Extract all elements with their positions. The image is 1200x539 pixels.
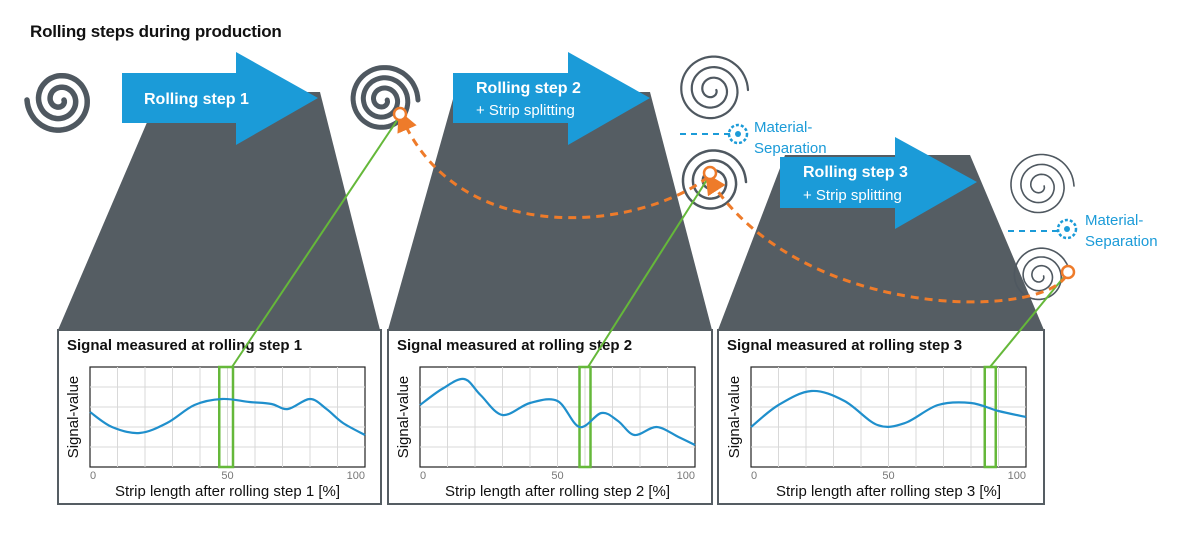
x-tick-label: 0	[751, 470, 757, 482]
y-axis-label-3: Signal-value	[726, 376, 743, 459]
coil-step2-upper	[680, 55, 750, 120]
separation-2-icon	[1056, 218, 1078, 240]
step-arrow-3-sublabel: + Strip splitting	[803, 187, 902, 204]
coil-step3-lower	[1013, 247, 1071, 301]
x-tick-label: 0	[90, 470, 96, 482]
orange-trace-2	[705, 172, 1068, 304]
machine-2	[388, 92, 712, 330]
signal-line-1	[89, 397, 366, 436]
chart-title-1: Signal measured at rolling step 1	[67, 337, 302, 354]
step-arrow-1-label: Rolling step 1	[144, 91, 249, 108]
y-axis-label-2: Signal-value	[395, 376, 412, 459]
x-tick-label: 100	[1008, 470, 1026, 482]
separation-2-label-line1: Material-	[1085, 212, 1143, 229]
x-axis-label-3: Strip length after rolling step 3 [%]	[776, 483, 1001, 500]
page-title: Rolling steps during production	[30, 22, 282, 41]
separation-1-label-line2: Separation	[754, 140, 827, 157]
coil-step3-upper	[1010, 153, 1075, 214]
connectors	[231, 106, 1076, 368]
trace-point-step2	[702, 165, 718, 181]
orange-trace-1	[397, 110, 709, 220]
step-arrow-3	[780, 137, 977, 229]
x-tick-label: 100	[347, 470, 365, 482]
coil-step2-lower	[681, 149, 748, 210]
trace-point-step3	[1060, 264, 1076, 280]
rolling-machines	[58, 92, 1044, 330]
separation-1-icon	[727, 123, 749, 145]
separation-2-label-line2: Separation	[1085, 233, 1158, 250]
separation-1-label-line1: Material-	[754, 119, 812, 136]
highlight-window-1	[218, 365, 235, 469]
step-arrow-3-label: Rolling step 3	[803, 164, 908, 181]
step-arrow-2	[453, 52, 650, 145]
x-tick-label: 50	[882, 470, 894, 482]
x-tick-label: 50	[551, 470, 563, 482]
signal-line-3	[750, 389, 1027, 428]
step-arrow-2-sublabel: + Strip splitting	[476, 102, 575, 119]
green-connector-2	[587, 174, 711, 368]
green-connector-1	[231, 115, 401, 368]
x-axis-label-1: Strip length after rolling step 1 [%]	[115, 483, 340, 500]
chart-title-2: Signal measured at rolling step 2	[397, 337, 632, 354]
machine-1	[58, 92, 380, 330]
chart-title-3: Signal measured at rolling step 3	[727, 337, 962, 354]
highlight-window-2	[578, 365, 592, 469]
x-tick-label: 100	[677, 470, 695, 482]
step-arrow-2-label: Rolling step 2	[476, 80, 581, 97]
signal-line-2	[419, 377, 696, 446]
step-arrow-1	[122, 52, 318, 145]
trace-point-step1	[392, 106, 408, 122]
coil-step1	[350, 65, 421, 130]
material-separation-markers: Material- Separation Material- Separatio…	[680, 119, 1158, 250]
step-arrows: Rolling step 1 Rolling step 2 + Strip sp…	[122, 52, 977, 229]
coil-input	[24, 72, 90, 133]
x-tick-label: 0	[420, 470, 426, 482]
x-axis-label-2: Strip length after rolling step 2 [%]	[445, 483, 670, 500]
y-axis-label-1: Signal-value	[65, 376, 82, 459]
x-tick-label: 50	[221, 470, 233, 482]
